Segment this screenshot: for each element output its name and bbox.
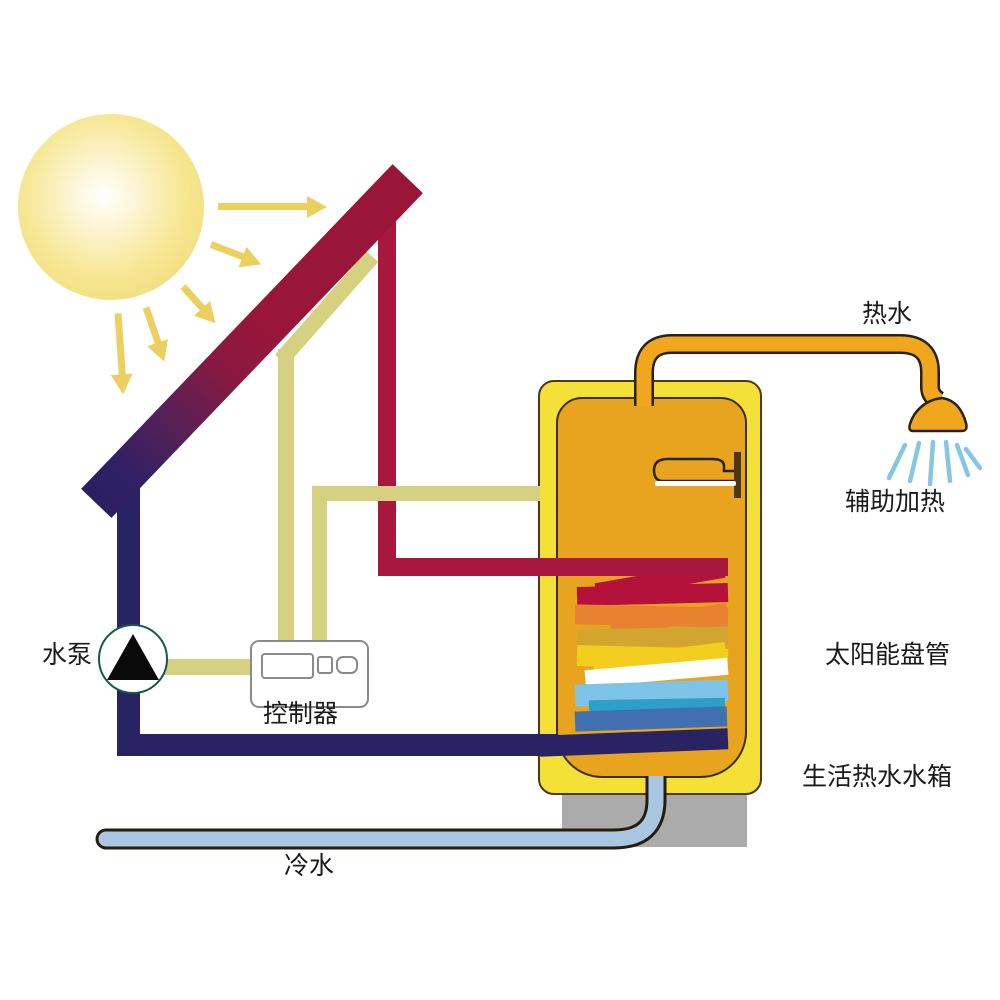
auxiliary-heating-label: 辅助加热 — [845, 487, 946, 516]
solar-coil-segment — [576, 583, 729, 606]
controller-button — [336, 656, 358, 674]
sun-ray-icon — [209, 241, 245, 261]
pump-icon — [98, 624, 168, 694]
panel-sensor-wire-vertical — [278, 349, 294, 645]
solar-coil-segment — [574, 604, 729, 628]
hot-water-label: 热水 — [862, 299, 913, 328]
cold-water-label: 冷水 — [284, 851, 335, 880]
controller-display — [261, 653, 314, 679]
sun-ray-icon — [180, 284, 206, 312]
heating-element-mount — [734, 452, 741, 498]
cold-water-supply-pipe — [95, 776, 667, 850]
heating-element-highlight — [655, 481, 736, 486]
water-pump-label: 水泵 — [42, 640, 93, 669]
pump-control-wire — [160, 659, 255, 675]
cold-return-pipe-horizontal — [117, 734, 557, 756]
tank-sensor-wire-horizontal — [312, 486, 540, 501]
hot-supply-pipe-vertical — [378, 195, 396, 576]
sun-ray-icon — [114, 313, 126, 376]
controller-box — [250, 640, 369, 708]
hot-supply-pipe-horizontal — [378, 558, 728, 576]
controller-label: 控制器 — [263, 699, 339, 728]
shower-head-icon — [634, 334, 983, 487]
controller-button — [317, 656, 333, 674]
tank-sensor-wire-vertical — [312, 489, 327, 645]
sun-ray-icon — [218, 203, 308, 210]
domestic-hot-water-tank-label: 生活热水水箱 — [802, 762, 953, 791]
solar-coil-label: 太阳能盘管 — [825, 640, 951, 669]
pump-triangle-icon — [107, 634, 159, 680]
sun-icon — [18, 114, 204, 300]
water-spray-icon — [886, 439, 983, 487]
heating-element-icon — [652, 457, 738, 483]
sun-ray-icon — [142, 306, 162, 345]
